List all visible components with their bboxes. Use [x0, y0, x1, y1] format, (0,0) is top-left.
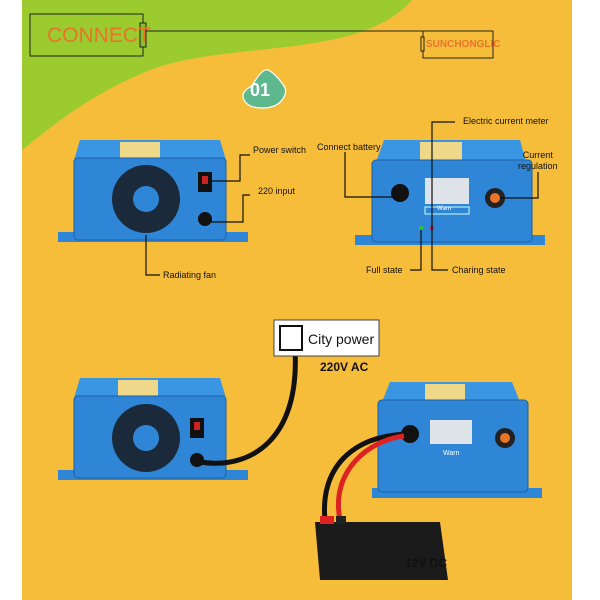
label-connect-battery: Connect battery	[317, 142, 381, 152]
warn-label-bottom: Warn	[443, 450, 460, 457]
connect-title: CONNECT	[47, 24, 151, 47]
label-full-state: Full state	[366, 265, 403, 275]
warn-label: Warn	[437, 206, 452, 212]
charger-front-top	[58, 140, 248, 242]
label-charging-state: Charing state	[452, 265, 506, 275]
regulation-line-2: regulation	[518, 161, 558, 171]
city-power-label: City power	[308, 331, 375, 347]
charger-front-bottom	[58, 378, 248, 480]
label-radiating-fan: Radiating fan	[163, 270, 217, 280]
brand-name: SUNCHONGLIC	[426, 39, 501, 50]
charger-rear-bottom	[372, 382, 542, 498]
dc-voltage-label: 12V DC	[405, 556, 448, 570]
step-badge	[242, 69, 287, 109]
battery	[315, 516, 448, 580]
regulation-line-1: Current	[522, 150, 553, 160]
step-number: 01	[250, 80, 271, 100]
ac-cable	[199, 349, 298, 466]
label-220-input: 220 input	[258, 186, 296, 196]
label-current-meter: Electric current meter	[463, 116, 549, 126]
label-power-switch: Power switch	[253, 145, 307, 155]
ac-voltage-label: 220V AC	[320, 360, 369, 374]
green-wave	[22, 0, 412, 150]
charger-rear-top	[355, 140, 545, 245]
